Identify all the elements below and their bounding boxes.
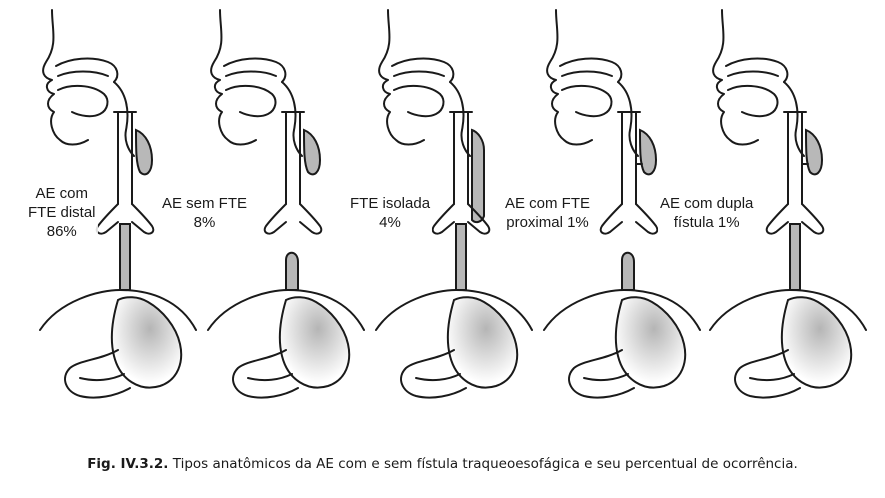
label-line: 86% — [46, 223, 77, 240]
face-profile — [547, 10, 592, 145]
panel-none — [208, 10, 364, 398]
bronchi — [767, 204, 824, 234]
figure-caption: Fig. IV.3.2. Tipos anatômicos da AE com … — [0, 456, 885, 472]
face-profile — [43, 10, 88, 145]
duodenum — [569, 350, 634, 398]
tongue — [728, 86, 777, 116]
duodenum-inner — [416, 374, 460, 380]
panel-distal — [40, 10, 196, 398]
duodenum — [735, 350, 800, 398]
tongue — [58, 86, 107, 116]
panel-label-none: AE sem FTE 8% — [160, 194, 250, 232]
tongue — [226, 86, 275, 116]
panel-label-distal: AE com FTE distal 86% — [26, 184, 98, 241]
lower-esophagus — [790, 224, 800, 290]
figure-number: Fig. IV.3.2. — [87, 456, 169, 472]
duodenum — [401, 350, 466, 398]
diaphragm — [376, 290, 532, 330]
diaphragm — [40, 290, 196, 330]
bronchi — [97, 204, 154, 234]
face-profile — [713, 10, 758, 145]
duodenum — [65, 350, 130, 398]
palate — [226, 72, 276, 77]
palate — [394, 72, 444, 77]
label-line: proximal 1% — [506, 214, 589, 231]
label-line: FTE isolada — [350, 195, 431, 212]
tongue — [394, 86, 443, 116]
lower-esophageal-stump — [286, 253, 298, 290]
duodenum-inner — [80, 374, 124, 380]
bronchi — [265, 204, 322, 234]
lower-esophagus — [120, 224, 130, 290]
diaphragm — [544, 290, 700, 330]
label-line: AE com FTE — [505, 195, 591, 212]
palate — [562, 72, 612, 77]
palate — [728, 72, 778, 77]
panel-label-isolated: FTE isolada 4% — [348, 194, 433, 232]
trachea — [286, 112, 300, 204]
label-line: fístula 1% — [673, 214, 740, 231]
diaphragm — [710, 290, 866, 330]
duodenum-inner — [584, 374, 628, 380]
panel-proximal — [544, 10, 700, 398]
trachea — [454, 112, 468, 204]
duodenum-inner — [750, 374, 794, 380]
panel-isolated — [376, 10, 532, 398]
label-line: 4% — [379, 214, 401, 231]
esophageal-pouch — [640, 130, 656, 174]
panel-label-double: AE com dupla fístula 1% — [658, 194, 756, 232]
nasal-cavity — [726, 59, 787, 82]
tongue — [562, 86, 611, 116]
anatomy-illustration — [0, 0, 885, 450]
label-line: FTE distal — [28, 204, 96, 221]
lower-esophagus — [456, 224, 466, 290]
label-line: AE sem FTE — [162, 195, 248, 212]
pharynx-wall — [282, 82, 302, 156]
pharynx-wall — [450, 82, 470, 156]
label-line: AE com dupla — [660, 195, 754, 212]
esophageal-pouch — [304, 130, 320, 174]
face-profile — [211, 10, 256, 145]
label-line: AE com — [35, 185, 89, 202]
panel-double — [710, 10, 866, 398]
nasal-cavity — [560, 59, 621, 82]
face-profile — [379, 10, 424, 145]
trachea — [118, 112, 132, 204]
nasal-cavity — [392, 59, 453, 82]
trachea — [622, 112, 636, 204]
esophageal-pouch — [806, 130, 822, 174]
bronchi — [433, 204, 490, 234]
caption-text: Tipos anatômicos da AE com e sem fístula… — [172, 456, 798, 472]
label-line: 8% — [193, 214, 216, 231]
bronchi — [601, 204, 658, 234]
lower-esophageal-stump — [622, 253, 634, 290]
esophageal-pouch — [136, 130, 152, 174]
nasal-cavity — [56, 59, 117, 82]
trachea — [788, 112, 802, 204]
panel-label-proximal: AE com FTE proximal 1% — [503, 194, 593, 232]
palate — [58, 72, 108, 77]
pharynx-wall — [618, 82, 638, 156]
duodenum-inner — [248, 374, 292, 380]
esophageal-pouch — [472, 130, 484, 222]
diaphragm — [208, 290, 364, 330]
nasal-cavity — [224, 59, 285, 82]
pharynx-wall — [114, 82, 134, 156]
pharynx-wall — [784, 82, 804, 156]
duodenum — [233, 350, 298, 398]
